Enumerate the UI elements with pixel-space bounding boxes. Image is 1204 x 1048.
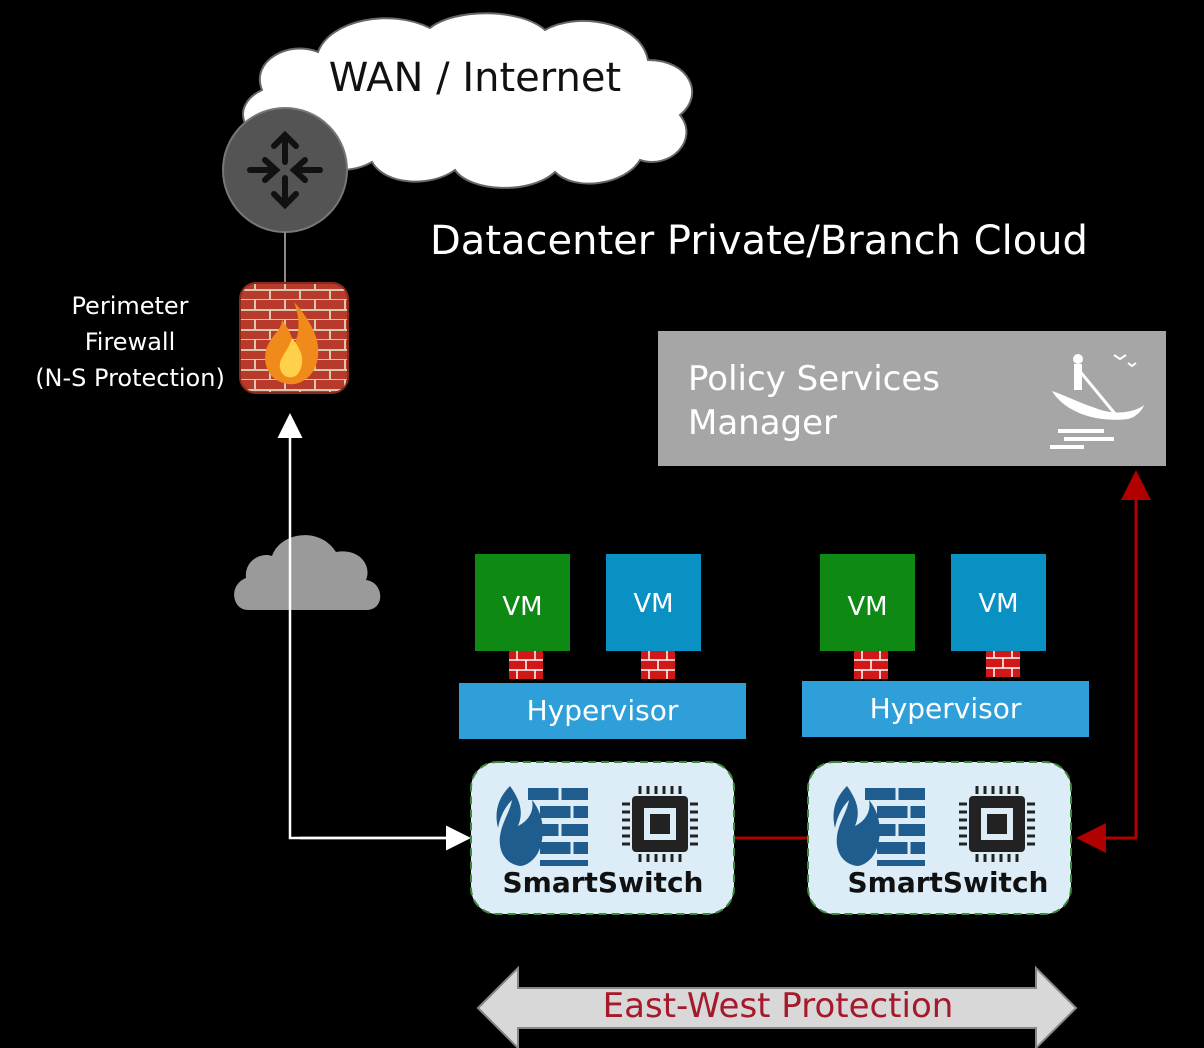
policy-manager-line2: Manager	[688, 403, 838, 443]
gondola-logo-icon	[1050, 354, 1144, 449]
internet-cloud-icon	[234, 535, 381, 610]
policy-services-manager-box: Policy Services Manager	[658, 331, 1166, 466]
distributed-firewall-icon	[833, 786, 925, 866]
perimeter-firewall-line1: Perimeter	[71, 292, 189, 320]
chip-icon	[959, 786, 1035, 862]
wan-cloud-icon	[242, 12, 694, 189]
distributed-firewall-icon	[496, 786, 588, 866]
policy-manager-line1: Policy Services	[688, 359, 940, 399]
vm-3: VM	[820, 554, 915, 651]
router-icon	[222, 107, 348, 233]
east-west-arrow	[476, 965, 1078, 1048]
policy-services-manager-label: Policy Services Manager	[688, 357, 940, 445]
hypervisor-1: Hypervisor	[459, 683, 746, 739]
policy-link	[1078, 470, 1151, 840]
vm-2: VM	[606, 554, 701, 651]
perimeter-firewall-line2: Firewall	[84, 328, 176, 356]
hypervisor-2: Hypervisor	[802, 681, 1089, 737]
north-south-link	[277, 413, 468, 840]
datacenter-title: Datacenter Private/Branch Cloud	[430, 218, 1088, 264]
smartswitch-2-label: SmartSwitch	[847, 866, 1049, 899]
perimeter-firewall-icon	[239, 282, 349, 394]
smartswitch-1-label: SmartSwitch	[502, 866, 704, 899]
perimeter-firewall-label: Perimeter Firewall (N-S Protection)	[10, 288, 250, 396]
perimeter-firewall-line3: (N-S Protection)	[35, 364, 225, 392]
vm-4: VM	[951, 554, 1046, 651]
east-west-protection-label: East-West Protection	[602, 986, 954, 1026]
vm-1: VM	[475, 554, 570, 651]
chip-icon	[622, 786, 698, 862]
wan-internet-label: WAN / Internet	[328, 55, 622, 101]
